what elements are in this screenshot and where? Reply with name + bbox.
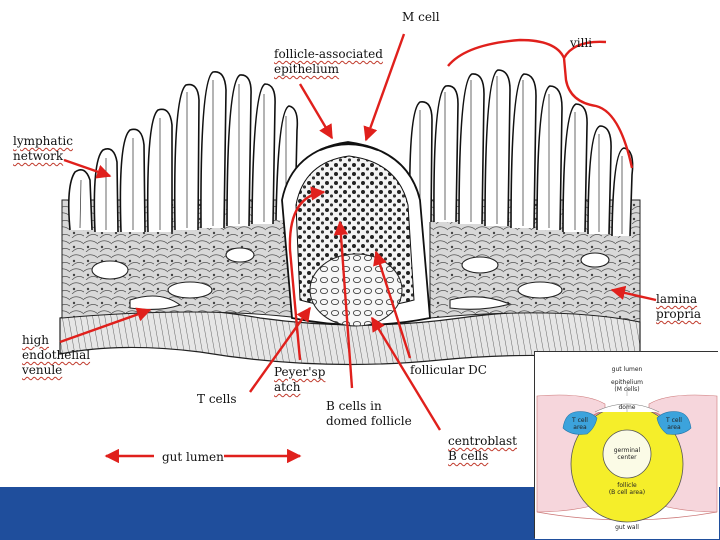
- villi-bracket: [448, 40, 632, 168]
- label-centroblast-b-cells: centroblast B cells: [448, 434, 517, 464]
- label-m-cell: M cell: [402, 10, 440, 25]
- arrow-follicular-dc: [376, 252, 410, 358]
- inset-label-epithelium: epithelium (M cells): [597, 379, 657, 393]
- arrow-fae: [300, 84, 332, 138]
- inset-label-gut-wall: gut wall: [603, 524, 651, 531]
- inset-label-follicle: follicle (B cell area): [599, 482, 655, 496]
- label-high-endothelial-venule: high endothelial venule: [22, 333, 90, 378]
- inset-label-dome: dome: [613, 404, 641, 411]
- label-t-cells: T cells: [197, 392, 236, 407]
- inset-label-t-cell-area-right: T cell area: [661, 417, 687, 431]
- label-follicle-associated-epithelium: follicle-associated epithelium: [274, 47, 383, 77]
- label-lamina-propria: lamina propria: [656, 292, 701, 322]
- arrow-peyers-patch: [290, 192, 324, 360]
- label-gut-lumen: gut lumen: [162, 450, 224, 465]
- inset-label-germinal-center: germinal center: [607, 447, 647, 461]
- arrow-lamina-propria: [612, 290, 656, 300]
- inset-label-t-cell-area-left: T cell area: [567, 417, 593, 431]
- label-peyers-patch: Peyer'sp atch: [274, 365, 325, 395]
- label-b-cells-domed-follicle: B cells in domed follicle: [326, 399, 412, 429]
- schematic-inset: gut lumen epithelium (M cells) dome T ce…: [534, 351, 718, 538]
- inset-label-gut-lumen: gut lumen: [603, 366, 651, 373]
- label-villi: villi: [570, 36, 592, 51]
- arrow-b-cells-follicle: [340, 222, 352, 388]
- label-lymphatic-network: lymphatic network: [13, 134, 73, 164]
- label-follicular-dc: follicular DC: [410, 363, 487, 378]
